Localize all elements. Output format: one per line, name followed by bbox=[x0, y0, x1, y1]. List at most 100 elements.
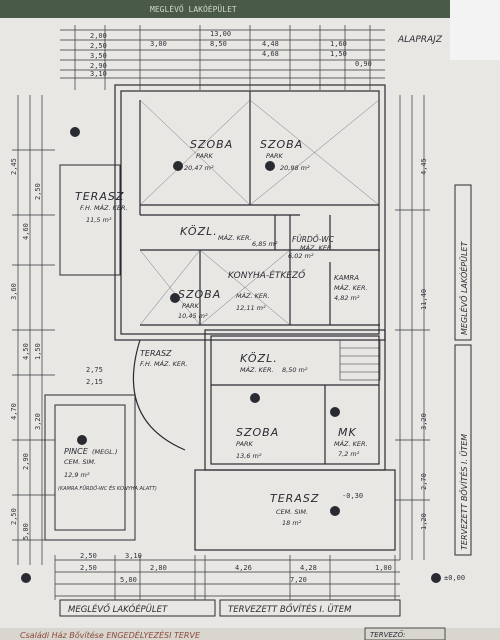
room-szoba1-name: SZOBA bbox=[190, 138, 233, 151]
title-block-text: Családi Ház Bővítése ENGEDÉLYEZÉSI TERVE bbox=[20, 629, 201, 640]
dim-bottom-1: 3,10 bbox=[125, 552, 142, 560]
room-terasz3-area: 18 m² bbox=[282, 519, 302, 527]
dim-bottom-0: 2,50 bbox=[80, 552, 97, 560]
room-furdo-floor: MÁZ. KER. bbox=[300, 243, 334, 252]
room-pince-floor: CEM. SIM. bbox=[64, 458, 96, 466]
dim-top-0: 2,00 bbox=[90, 32, 107, 40]
room-kamra-floor: MÁZ. KER. bbox=[334, 283, 368, 292]
side-label-planned: TERVEZETT BŐVÍTÉS I. ÜTEM bbox=[458, 434, 469, 550]
room-szoba3-floor: PARK bbox=[182, 302, 200, 310]
photo-corner bbox=[450, 0, 500, 60]
room-furdo-name: FÜRDŐ-WC bbox=[292, 235, 335, 244]
dim-bottom-5: 4,26 bbox=[235, 564, 252, 572]
room-szoba1-area: 20,47 m² bbox=[184, 164, 214, 172]
room-kozl1-floor: MÁZ. KER. bbox=[218, 233, 252, 242]
dim-top-6: 13,00 bbox=[210, 30, 231, 38]
dim-top-8: 4,48 bbox=[262, 40, 279, 48]
room-terasz2-floor: F.H. MÁZ. KER. bbox=[140, 359, 188, 368]
room-pince-area: 12,9 m² bbox=[64, 471, 90, 479]
dim-top-5: 3,00 bbox=[150, 40, 167, 48]
room-terasz1-name: TERASZ bbox=[75, 190, 124, 203]
room-terasz2-name: TERASZ bbox=[140, 349, 172, 358]
dim-top-1: 2,50 bbox=[90, 42, 107, 50]
room-konyha-floor: MÁZ. KER. bbox=[236, 291, 270, 300]
dim-top-9: 4,68 bbox=[262, 50, 279, 58]
left-dims: 2,45 4,60 2,50 3,60 4,50 1,50 4,70 2,90 … bbox=[10, 158, 42, 540]
room-mk-name: MK bbox=[338, 426, 357, 439]
extension-walls bbox=[132, 329, 396, 551]
dim-bottom-4: 5,80 bbox=[120, 576, 137, 584]
bottom-dimension-lines bbox=[54, 555, 400, 600]
dim-top-10: 1,60 bbox=[330, 40, 347, 48]
room-szoba3-area: 10,45 m² bbox=[178, 312, 208, 320]
room-kozl2-floor: MÁZ. KER. bbox=[240, 365, 274, 374]
dim-left-6: 4,70 bbox=[10, 403, 18, 420]
dim-top-2: 3,50 bbox=[90, 52, 107, 60]
dim-extra-1: 2,15 bbox=[86, 378, 103, 386]
photo-top-edge bbox=[0, 0, 500, 18]
dim-left-1: 4,60 bbox=[22, 223, 30, 240]
room-szoba1-floor: PARK bbox=[196, 152, 214, 160]
room-kozl2-area: 8,50 m² bbox=[282, 366, 308, 374]
dim-left-0: 2,45 bbox=[10, 158, 18, 175]
dim-bottom-7: 7,20 bbox=[290, 576, 307, 584]
dim-right-3: 2,70 bbox=[420, 473, 428, 490]
dim-right-1: 11,40 bbox=[420, 289, 428, 310]
dim-bottom-2: 2,50 bbox=[80, 564, 97, 572]
dim-top-12: 0,90 bbox=[355, 60, 372, 68]
footer-planned-box bbox=[219, 599, 401, 617]
room-szoba4-area: 13,6 m² bbox=[236, 452, 262, 460]
dim-extra-0: 2,75 bbox=[86, 366, 103, 374]
room-terasz1-area: 11,5 m² bbox=[86, 216, 112, 224]
room-terasz3-floor: CEM. SIM. bbox=[276, 508, 308, 516]
existing-walls bbox=[114, 84, 386, 341]
dim-bottom-3: 2,80 bbox=[150, 564, 167, 572]
dim-left-8: 3,20 bbox=[34, 413, 42, 430]
dim-right-0: 4,45 bbox=[420, 158, 428, 175]
room-konyha-name: KONYHA-ÉTKEZŐ bbox=[228, 269, 305, 281]
room-kozl1-name: KÖZL. bbox=[180, 225, 218, 238]
room-szoba3-name: SZOBA bbox=[178, 288, 221, 301]
tervezo-label: TERVEZŐ: bbox=[370, 630, 405, 639]
stair bbox=[339, 339, 381, 381]
dim-top-3: 2,90 bbox=[90, 62, 107, 70]
tervezo-box bbox=[364, 627, 446, 640]
dim-left-2: 2,50 bbox=[34, 183, 42, 200]
side-box-existing bbox=[454, 184, 472, 341]
room-szoba2-floor: PARK bbox=[266, 152, 284, 160]
room-szoba2-area: 20,98 m² bbox=[280, 164, 310, 172]
side-box-planned bbox=[454, 344, 472, 556]
room-terasz1-floor: F.H. MÁZ. KER. bbox=[80, 203, 128, 212]
room-pince-suffix: (MEGL.) bbox=[92, 448, 118, 456]
footer-existing-label: MEGLÉVŐ LAKÓÉPÜLET bbox=[68, 603, 168, 615]
pince-note: (KAMRA FÜRDŐ-WC ÉS KONYHA ALATT) bbox=[58, 484, 157, 492]
footer-planned-label: TERVEZETT BŐVÍTÉS I. ÜTEM bbox=[228, 603, 352, 615]
terrace1-outline bbox=[59, 164, 121, 276]
dim-top-11: 1,50 bbox=[330, 50, 347, 58]
dim-left-10: 5,00 bbox=[22, 523, 30, 540]
dim-left-5: 1,50 bbox=[34, 343, 42, 360]
dim-right-2: 3,20 bbox=[420, 413, 428, 430]
dim-bottom-8: 1,00 bbox=[375, 564, 392, 572]
room-konyha-area: 12,11 m² bbox=[236, 304, 266, 312]
dim-left-3: 3,60 bbox=[10, 283, 18, 300]
roof-lines bbox=[139, 99, 380, 326]
room-pince-name: PINCE bbox=[64, 447, 89, 456]
room-kozl1-area: 6,85 m² bbox=[252, 240, 278, 248]
room-kamra-name: KAMRA bbox=[334, 274, 359, 282]
dim-left-9: 2,50 bbox=[10, 508, 18, 525]
room-mk-floor: MÁZ. KER. bbox=[334, 439, 368, 448]
dim-top-4: 3,10 bbox=[90, 70, 107, 78]
level-markers bbox=[21, 127, 441, 583]
top-dimension-lines bbox=[60, 25, 385, 90]
level-terrace: -0,30 bbox=[342, 492, 363, 500]
room-szoba4-name: SZOBA bbox=[236, 426, 279, 439]
plan-title: ALAPRAJZ bbox=[397, 35, 443, 45]
right-dimension-lines bbox=[395, 95, 430, 560]
room-szoba2-name: SZOBA bbox=[260, 138, 303, 151]
top-banner: MEGLÉVŐ LAKÓÉPÜLET bbox=[150, 3, 237, 14]
side-label-existing: MEGLÉVŐ LAKÓÉPÜLET bbox=[458, 241, 469, 335]
room-terasz3-name: TERASZ bbox=[270, 492, 319, 505]
